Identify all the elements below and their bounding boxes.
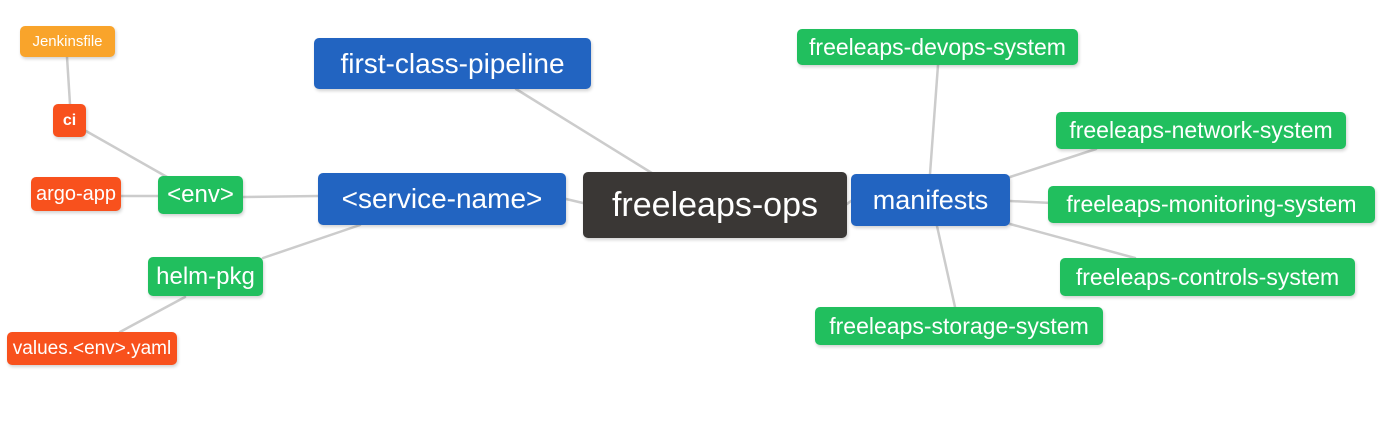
edge-values-env-yaml-to-helm-pkg <box>118 295 187 334</box>
mindmap-node-ci[interactable]: ci <box>53 104 86 137</box>
mindmap-node-network-system[interactable]: freeleaps-network-system <box>1056 112 1346 149</box>
edge-ci-to-env <box>84 129 169 179</box>
mindmap-node-values-env-yaml[interactable]: values.<env>.yaml <box>7 332 177 365</box>
edge-manifests-to-monitoring-system <box>1008 199 1054 205</box>
edge-env-to-service-name <box>241 194 320 199</box>
edge-freeleaps-ops-to-manifests <box>845 199 853 206</box>
mindmap-node-manifests[interactable]: manifests <box>851 174 1010 226</box>
edge-network-system-to-manifests <box>1008 147 1098 179</box>
mindmap-node-service-name[interactable]: <service-name> <box>318 173 566 225</box>
edge-manifests-to-controls-system <box>1008 222 1137 260</box>
mindmap-node-jenkinsfile[interactable]: Jenkinsfile <box>20 26 115 57</box>
mindmap-node-controls-system[interactable]: freeleaps-controls-system <box>1060 258 1355 296</box>
mindmap-node-argo-app[interactable]: argo-app <box>31 177 121 211</box>
mindmap-node-devops-system[interactable]: freeleaps-devops-system <box>797 29 1078 65</box>
mindmap-node-env[interactable]: <env> <box>158 176 243 214</box>
mindmap-node-freeleaps-ops[interactable]: freeleaps-ops <box>583 172 847 238</box>
edge-first-class-pipeline-to-freeleaps-ops <box>514 87 657 177</box>
edge-manifests-to-storage-system <box>935 224 957 309</box>
mindmap-node-first-class-pipeline[interactable]: first-class-pipeline <box>314 38 591 89</box>
mindmap-node-storage-system[interactable]: freeleaps-storage-system <box>815 307 1103 345</box>
edge-service-name-to-freeleaps-ops <box>564 197 585 205</box>
mindmap-node-monitoring-system[interactable]: freeleaps-monitoring-system <box>1048 186 1375 223</box>
mindmap-node-helm-pkg[interactable]: helm-pkg <box>148 257 263 296</box>
edge-helm-pkg-to-service-name <box>261 223 362 260</box>
edge-devops-system-to-manifests <box>928 63 940 176</box>
edge-jenkinsfile-to-ci <box>65 55 72 106</box>
